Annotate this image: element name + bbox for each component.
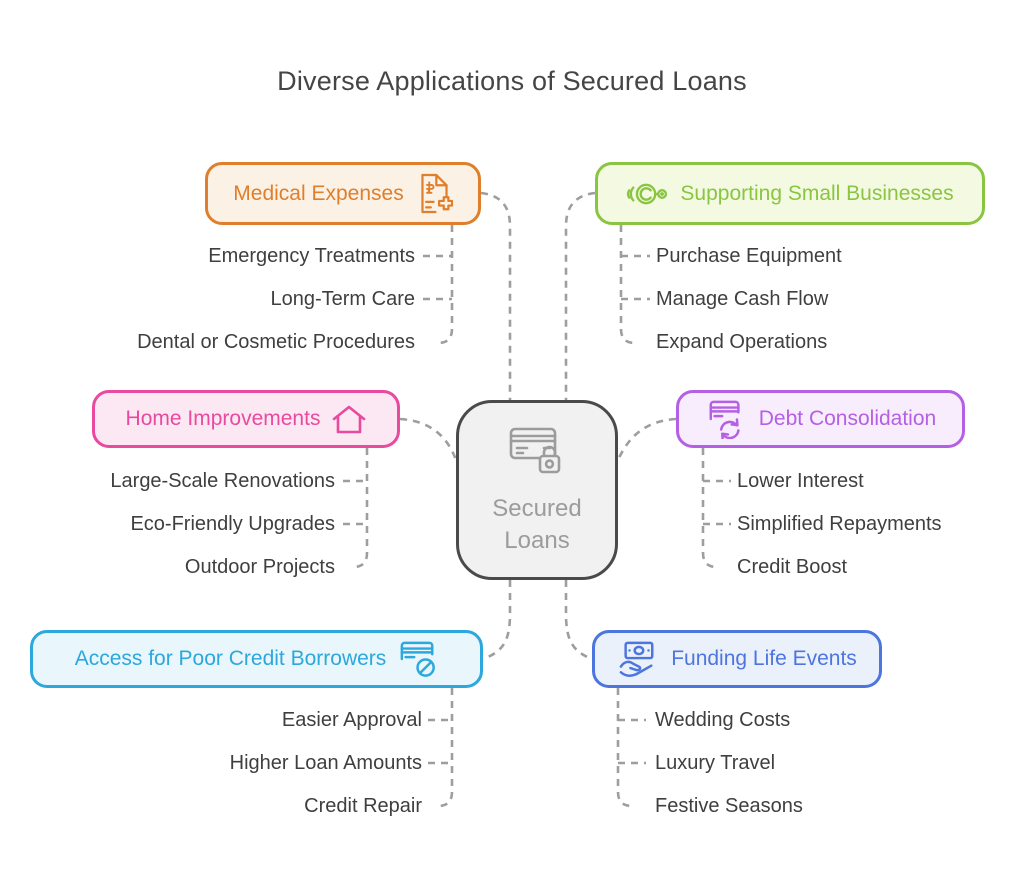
- branch-box-medical-expenses: Medical Expenses: [205, 162, 481, 225]
- link-center-to-funding: [564, 580, 593, 661]
- money-hand-icon: [617, 640, 659, 678]
- sub-item: Emergency Treatments: [208, 245, 415, 267]
- spine-business: [619, 225, 636, 345]
- sub-item: Simplified Repayments: [737, 513, 942, 535]
- branch-label: Debt Consolidation: [758, 407, 937, 430]
- link-medical-to-center: [480, 191, 512, 400]
- spine-medical: [437, 225, 454, 345]
- link-home-to-center: [399, 417, 458, 461]
- item-group-home: Large-Scale Renovations Eco-Friendly Upg…: [5, 460, 335, 589]
- branch-label: Supporting Small Businesses: [680, 181, 954, 205]
- center-node-secured-loans: Secured Loans: [456, 400, 618, 580]
- branch-box-supporting-small-businesses: Supporting Small Businesses: [595, 162, 985, 225]
- link-business-to-center: [564, 191, 596, 400]
- link-debt-to-center: [616, 417, 677, 461]
- sub-item: Long-Term Care: [270, 288, 415, 310]
- sub-item: Wedding Costs: [655, 709, 791, 731]
- sub-item: Lower Interest: [737, 470, 864, 492]
- medical-bill-icon: [416, 173, 453, 215]
- cash-transfer-icon: [626, 179, 668, 209]
- sub-item: Outdoor Projects: [184, 556, 335, 578]
- house-icon: [332, 404, 366, 435]
- sub-item: Credit Repair: [304, 795, 422, 817]
- sub-item: Easier Approval: [281, 709, 422, 731]
- sub-item: Eco-Friendly Upgrades: [130, 513, 335, 535]
- item-group-business: Purchase Equipment Manage Cash Flow Expa…: [656, 235, 1016, 364]
- sub-item: Higher Loan Amounts: [229, 752, 422, 774]
- spine-funding: [616, 688, 633, 808]
- branch-box-debt-consolidation: Debt Consolidation: [676, 390, 965, 448]
- branch-label: Home Improvements: [125, 407, 321, 430]
- card-refresh-icon: [705, 399, 747, 439]
- sub-item: Expand Operations: [656, 331, 828, 353]
- branch-box-access-poor-credit: Access for Poor Credit Borrowers: [30, 630, 483, 688]
- sub-item: Manage Cash Flow: [656, 288, 829, 310]
- item-group-funding: Wedding Costs Luxury Travel Festive Seas…: [655, 699, 975, 828]
- spine-access: [437, 688, 454, 808]
- sub-item: Purchase Equipment: [656, 245, 842, 267]
- sub-item: Dental or Cosmetic Procedures: [137, 331, 415, 353]
- sub-item: Luxury Travel: [655, 752, 776, 774]
- branch-label: Medical Expenses: [233, 181, 404, 205]
- spine-home: [352, 448, 369, 569]
- branch-box-funding-life-events: Funding Life Events: [592, 630, 882, 688]
- item-group-debt: Lower Interest Simplified Repayments Cre…: [737, 460, 1017, 589]
- card-blocked-icon: [398, 640, 438, 678]
- page-title: Diverse Applications of Secured Loans: [277, 66, 747, 96]
- sub-item: Festive Seasons: [655, 795, 803, 817]
- branch-label: Funding Life Events: [671, 647, 857, 670]
- spine-debt: [701, 448, 718, 569]
- sub-item: Credit Boost: [737, 556, 848, 578]
- credit-card-lock-icon: [508, 424, 566, 483]
- branch-box-home-improvements: Home Improvements: [92, 390, 400, 448]
- center-node-label: Secured Loans: [492, 494, 582, 554]
- item-group-access: Easier Approval Higher Loan Amounts Cred…: [42, 699, 422, 828]
- link-center-to-access: [482, 580, 512, 661]
- item-group-medical: Emergency Treatments Long-Term Care Dent…: [15, 235, 415, 364]
- branch-label: Access for Poor Credit Borrowers: [74, 647, 387, 670]
- sub-item: Large-Scale Renovations: [110, 470, 335, 492]
